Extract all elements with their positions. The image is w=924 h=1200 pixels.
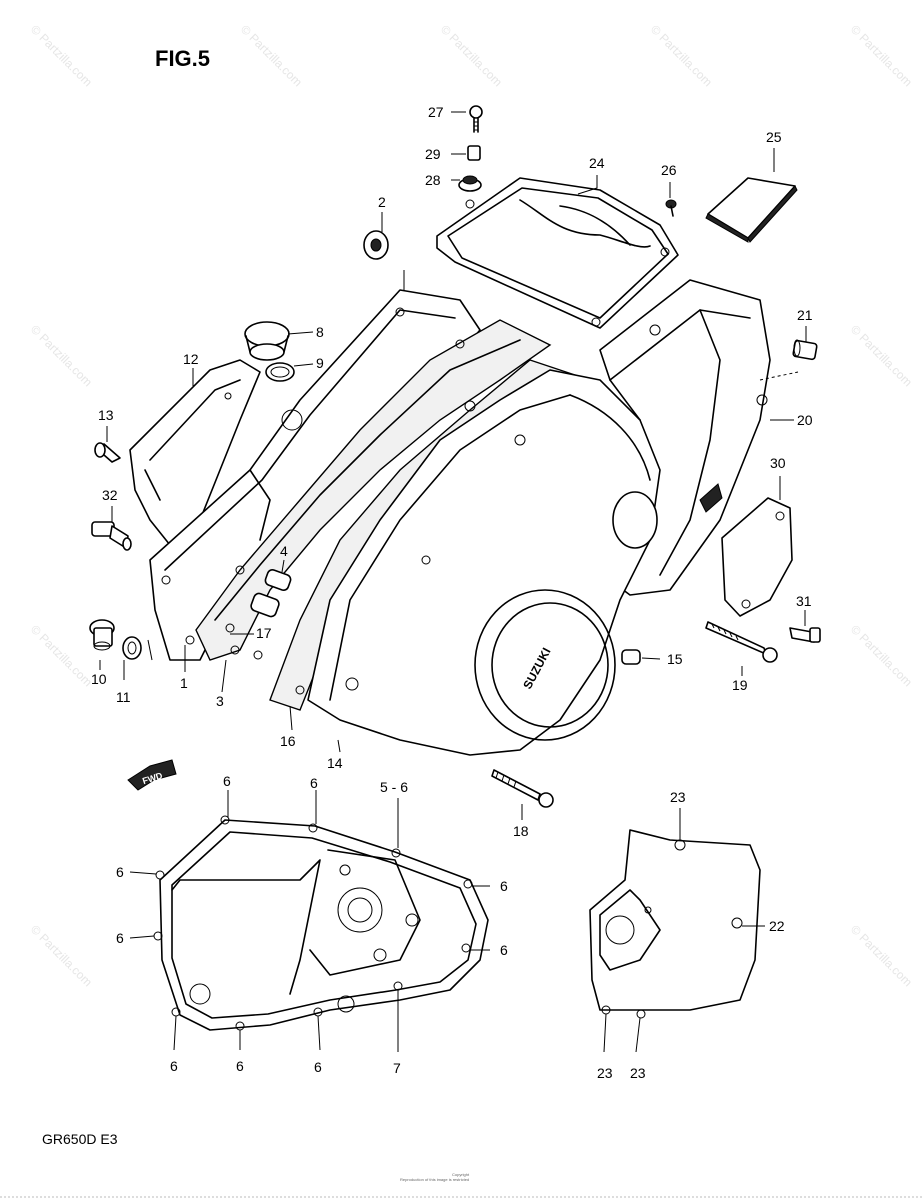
part-13-bolt: [94, 442, 121, 463]
part-18-bolt: [491, 769, 554, 808]
watermark-6: © Partzilla.com: [28, 322, 95, 389]
part-26-screw: [665, 199, 677, 217]
part-15-dowel: [621, 649, 641, 665]
part-14-engine-cover: SUZUKI: [307, 369, 661, 756]
footer-note-line-2: Reproduction of this image is restricted: [400, 1177, 469, 1182]
callout-6-bottom-b: 6: [236, 1058, 244, 1074]
part-10-plug: [89, 619, 115, 651]
callout-18: 18: [513, 823, 529, 839]
callout-23-bottom-a: 23: [597, 1065, 613, 1081]
watermark-4: © Partzilla.com: [648, 22, 715, 89]
callout-6-left-b: 6: [116, 930, 124, 946]
watermark-1: © Partzilla.com: [28, 22, 95, 89]
callout-6-top-b: 6: [310, 775, 318, 791]
callout-28: 28: [425, 172, 441, 188]
callout-16: 16: [280, 733, 296, 749]
footer-note-line-1: Copyright: [452, 1172, 470, 1177]
callout-12: 12: [183, 351, 199, 367]
callout-6-left-a: 6: [116, 864, 124, 880]
callout-32: 32: [102, 487, 118, 503]
part-21-sleeve: [792, 339, 818, 361]
callout-25: 25: [766, 129, 782, 145]
callout-3: 3: [216, 693, 224, 709]
part-8-cap: [244, 321, 290, 361]
part-5-cover: [153, 815, 489, 1031]
part-3-gasket: [195, 319, 552, 661]
part-12-cover: [129, 359, 261, 546]
watermark-5: © Partzilla.com: [848, 22, 915, 89]
callout-6-right-a: 6: [500, 878, 508, 894]
part-4-dowel: [264, 568, 292, 592]
part-31-screw: [789, 627, 821, 643]
part-11-washer: [122, 636, 142, 660]
callout-22: 22: [769, 918, 785, 934]
part-17-dowel: [250, 592, 280, 618]
callout-19: 19: [732, 677, 748, 693]
callout-6-bottom-c: 6: [314, 1059, 322, 1075]
callout-8: 8: [316, 324, 324, 340]
callout-17: 17: [256, 625, 272, 641]
part-29-collar: [467, 145, 481, 161]
part-9-oring: [265, 362, 295, 382]
callout-13: 13: [98, 407, 114, 423]
callout-6-right-b: 6: [500, 942, 508, 958]
watermark-10: © Partzilla.com: [28, 922, 95, 989]
callout-23-bottom-b: 23: [630, 1065, 646, 1081]
callout-5-6: 5 - 6: [380, 779, 408, 795]
part-19-bolt: [705, 621, 778, 663]
part-22-cover: [589, 829, 761, 1019]
callout-6-top-a: 6: [223, 773, 231, 789]
part-32-switch: [91, 521, 132, 551]
callout-2: 2: [378, 194, 386, 210]
fwd-arrow-icon: FWD: [127, 759, 177, 791]
leader-lines: [99, 111, 807, 1053]
callout-14: 14: [327, 755, 343, 771]
watermark-8: © Partzilla.com: [28, 622, 95, 689]
callout-1: 1: [180, 675, 188, 691]
part-2-plug: [363, 230, 389, 260]
part-30-cover: [721, 497, 793, 617]
part-25-plate: [705, 177, 798, 243]
callout-labels: 27 29 28 24 26 25 2 8 9 12 13 32 10 11 1…: [91, 104, 813, 1081]
callout-21: 21: [797, 307, 813, 323]
callout-6-bottom-a: 6: [170, 1058, 178, 1074]
part-24-top-cover: [436, 177, 679, 329]
watermark-12: © Partzilla.com: [848, 922, 915, 989]
callout-15: 15: [667, 651, 683, 667]
callout-26: 26: [661, 162, 677, 178]
callout-4: 4: [280, 543, 288, 559]
callout-31: 31: [796, 593, 812, 609]
callout-7: 7: [393, 1060, 401, 1076]
callout-10: 10: [91, 671, 107, 687]
figure-title: FIG.5: [155, 46, 210, 71]
callout-11: 11: [116, 689, 131, 705]
callout-30: 30: [770, 455, 786, 471]
callout-9: 9: [316, 355, 324, 371]
callout-24: 24: [589, 155, 605, 171]
watermark-9: © Partzilla.com: [848, 622, 915, 689]
watermark-2: © Partzilla.com: [238, 22, 305, 89]
watermark-7: © Partzilla.com: [848, 322, 915, 389]
callout-29: 29: [425, 146, 441, 162]
watermark-3: © Partzilla.com: [438, 22, 505, 89]
callout-23-top: 23: [670, 789, 686, 805]
model-code: GR650D E3: [42, 1131, 118, 1147]
part-27-bolt: [469, 105, 483, 133]
part-28-grommet: [458, 175, 482, 192]
callout-27: 27: [428, 104, 444, 120]
callout-20: 20: [797, 412, 813, 428]
